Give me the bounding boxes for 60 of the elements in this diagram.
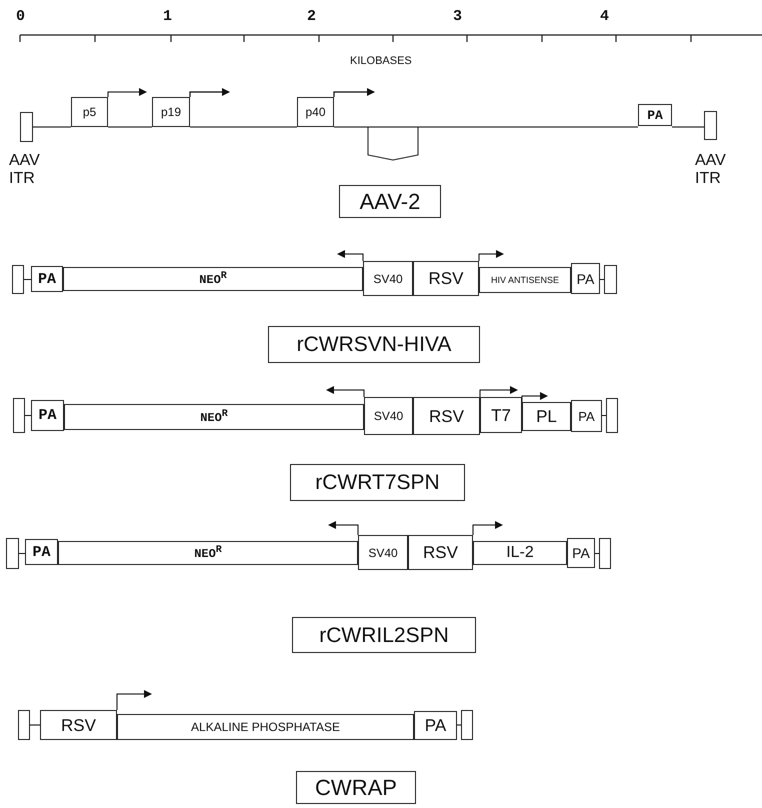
tick-label: 3 (453, 8, 462, 26)
promoter-arrow (108, 88, 147, 98)
promoter-box: RSV (413, 261, 479, 296)
element-label: AAV ITR (695, 152, 727, 189)
promoter-box: PL (522, 402, 571, 431)
promoter-box: p19 (152, 97, 190, 127)
promoter-arrow (472, 521, 503, 536)
promoter-arrow (522, 392, 548, 402)
itr-box (461, 710, 473, 740)
polya-box: PA (25, 539, 58, 565)
gene-box: NEO$^{R}$ (64, 404, 364, 430)
itr-box (12, 265, 24, 294)
itr-box (606, 398, 618, 433)
construct-name: CWRAP (296, 771, 416, 804)
promoter-box: p40 (297, 97, 334, 127)
promoter-box: SV40 (364, 397, 413, 435)
polya-box: PA (638, 104, 672, 126)
gene-box: ALKALINE PHOSPHATASE (117, 714, 414, 740)
promoter-box: SV40 (358, 535, 408, 570)
axis-title: KILOBASES (350, 55, 412, 68)
itr-box (20, 112, 33, 142)
gene-box: HIV ANTISENSE (479, 267, 571, 293)
promoter-box: p5 (71, 97, 108, 127)
promoter-box: T7 (480, 397, 522, 433)
gene-box: NEO$^{R}$ (58, 541, 358, 565)
itr-box (18, 710, 30, 740)
promoter-box: RSV (40, 710, 117, 740)
polya-box: PA (571, 263, 600, 294)
polya-box: PA (31, 400, 64, 431)
construct-name: rCWRSVN-HIVA (268, 326, 480, 363)
construct-name: AAV-2 (339, 185, 441, 218)
itr-box (599, 538, 611, 569)
promoter-arrow (328, 521, 358, 536)
itr-box (704, 111, 717, 140)
gene-box: NEO$^{R}$ (63, 267, 363, 291)
polya-box: PA (31, 266, 63, 292)
tick-label: 0 (16, 8, 26, 26)
promoter-box: SV40 (363, 261, 413, 296)
promoter-arrow (189, 88, 230, 97)
promoter-box: RSV (408, 535, 473, 570)
itr-box (13, 398, 25, 433)
gene-box: IL-2 (473, 541, 567, 565)
polya-box: PA (414, 711, 457, 740)
polya-box: PA (571, 400, 602, 432)
promoter-arrow (337, 250, 364, 262)
tick-label: 1 (163, 8, 172, 26)
polya-box: PA (567, 538, 595, 568)
promoter-arrow (478, 250, 504, 262)
itr-box (6, 538, 19, 569)
promoter-box: RSV (413, 397, 480, 435)
tick-label: 2 (307, 8, 316, 26)
promoter-arrow (480, 386, 518, 398)
element-label: AAV ITR (9, 152, 41, 189)
tick-label: 4 (600, 8, 610, 26)
promoter-arrow (326, 386, 364, 398)
promoter-arrow (116, 690, 152, 710)
construct-name: rCWRT7SPN (290, 464, 465, 501)
construct-name: rCWRIL2SPN (292, 617, 476, 653)
itr-box (604, 265, 617, 294)
promoter-arrow (333, 88, 375, 97)
